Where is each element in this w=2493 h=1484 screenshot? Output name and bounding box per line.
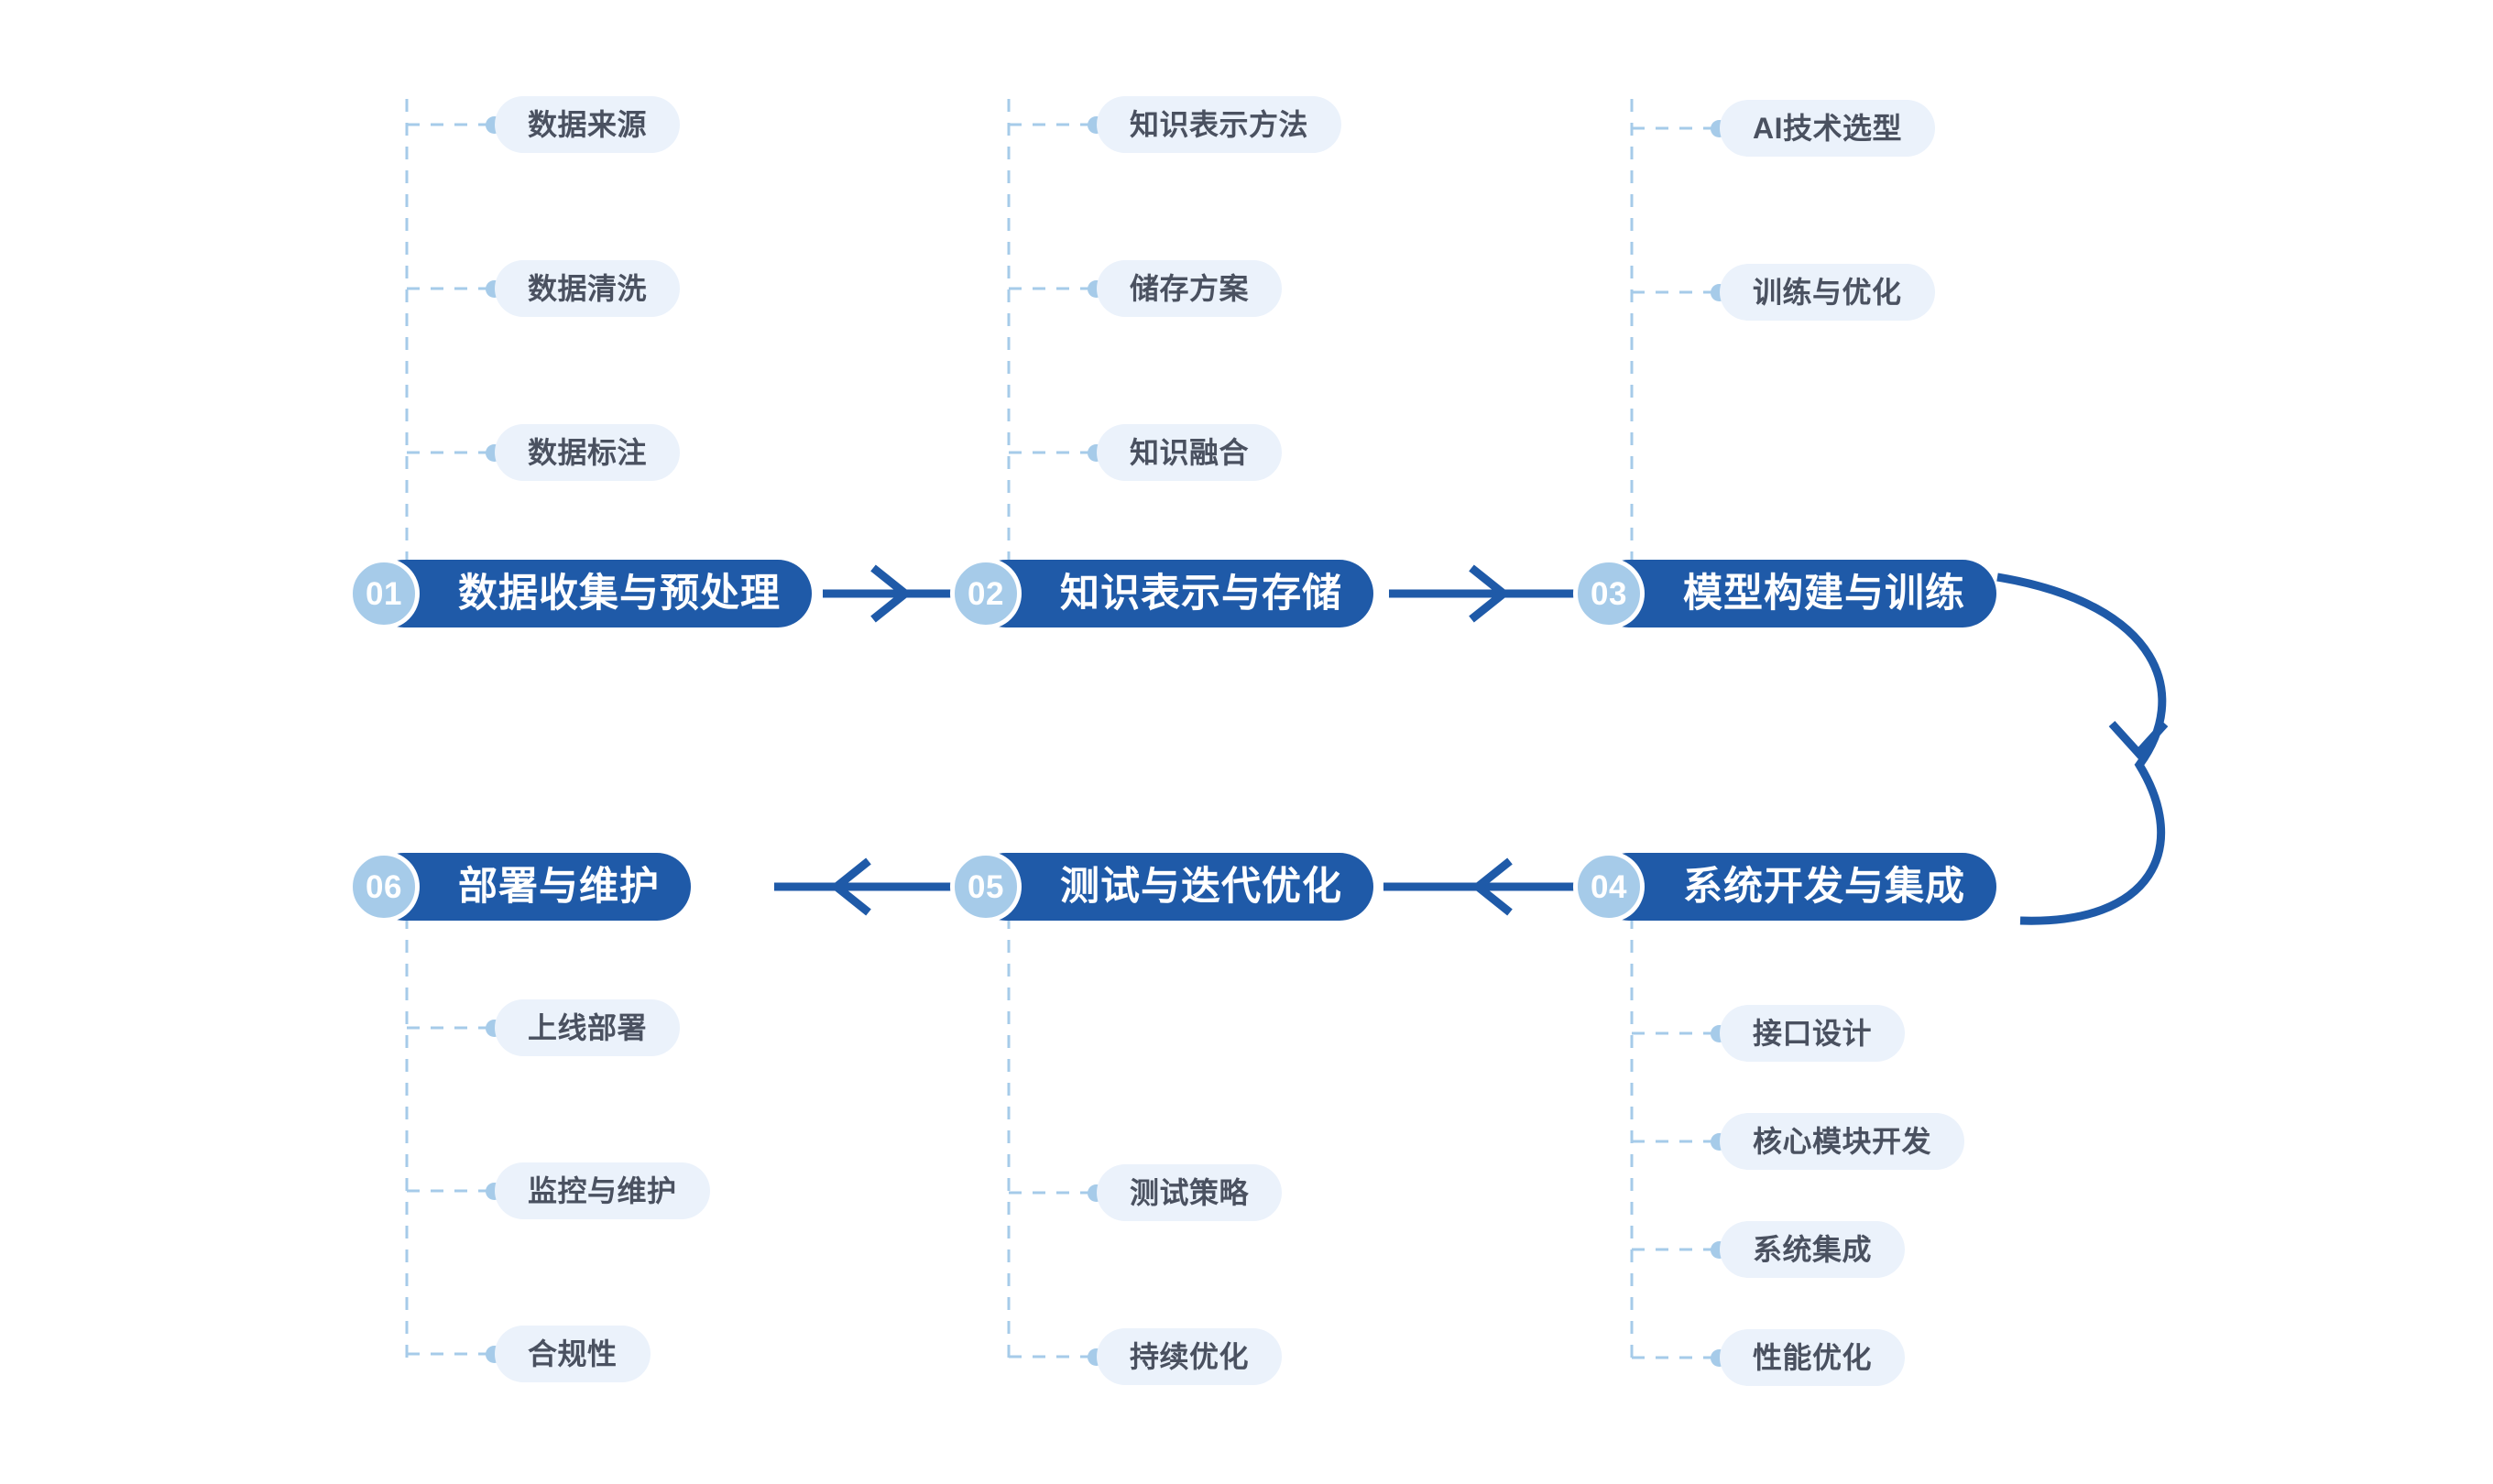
- stage-number-06: 06: [366, 868, 402, 905]
- stage-number-badge-01: 01: [348, 558, 420, 629]
- sub-node-06-3[interactable]: 合规性: [495, 1326, 651, 1382]
- stage-number-02: 02: [968, 575, 1004, 612]
- sub-node-01-3[interactable]: 数据标注: [495, 424, 681, 481]
- sub-node-01-1[interactable]: 数据来源: [495, 96, 681, 153]
- arrow-head-02-03: [1469, 564, 1511, 623]
- sub-node-02-1[interactable]: 知识表示方法: [1097, 96, 1342, 153]
- sub-node-label-06-2: 监控与维护: [528, 1174, 677, 1207]
- sub-node-label-04-2: 核心模块开发: [1753, 1125, 1932, 1158]
- sub-node-03-2[interactable]: 训练与优化: [1720, 264, 1935, 321]
- sub-node-label-03-2: 训练与优化: [1753, 276, 1902, 309]
- stage-bar-05[interactable]: 05 测试与迭代优化: [950, 851, 1373, 922]
- sub-node-label-01-1: 数据来源: [528, 108, 648, 141]
- arrow-head-03-04: [2108, 720, 2169, 759]
- stage-label-03: 模型构建与训练: [1683, 571, 1965, 616]
- stage-number-badge-02: 02: [950, 558, 1022, 629]
- sub-node-label-04-1: 接口设计: [1753, 1017, 1873, 1050]
- sub-node-05-2[interactable]: 持续优化: [1097, 1328, 1283, 1385]
- sub-node-label-02-1: 知识表示方法: [1130, 108, 1309, 141]
- stage-number-05: 05: [968, 868, 1004, 905]
- stage-bar-01[interactable]: 01 数据收集与预处理: [348, 558, 812, 629]
- stage-number-badge-06: 06: [348, 851, 420, 922]
- sub-node-05-1[interactable]: 测试策略: [1097, 1164, 1283, 1221]
- sub-node-04-3[interactable]: 系统集成: [1720, 1221, 1906, 1278]
- stage-number-01: 01: [366, 575, 402, 612]
- sub-node-04-2[interactable]: 核心模块开发: [1720, 1113, 1965, 1170]
- stage-label-01: 数据收集与预处理: [458, 571, 781, 616]
- stage-node-03[interactable]: 03 模型构建与训练: [1573, 558, 1996, 629]
- stage-label-02: 知识表示与存储: [1060, 571, 1342, 616]
- stage-label-05: 测试与迭代优化: [1060, 864, 1342, 909]
- sub-node-label-05-2: 持续优化: [1130, 1340, 1250, 1373]
- arrow-curve-03-04: [1996, 573, 2167, 925]
- stage-number-03: 03: [1591, 575, 1627, 612]
- sub-node-label-02-2: 储存方案: [1130, 272, 1250, 305]
- stage-number-badge-04: 04: [1573, 851, 1645, 922]
- stage-number-badge-05: 05: [950, 851, 1022, 922]
- stage-label-04: 系统开发与集成: [1683, 864, 1965, 909]
- stage-node-05[interactable]: 05 测试与迭代优化: [950, 851, 1373, 922]
- arrow-head-01-02: [870, 564, 913, 623]
- arrow-head-04-05: [1471, 857, 1513, 916]
- sub-node-03-1[interactable]: AI技术选型: [1720, 100, 1936, 157]
- sub-node-06-1[interactable]: 上线部署: [495, 999, 681, 1056]
- sub-node-label-06-3: 合规性: [528, 1337, 618, 1370]
- stage-node-06[interactable]: 06 部署与维护: [348, 851, 691, 922]
- stage-node-04[interactable]: 04 系统开发与集成: [1573, 851, 1996, 922]
- sub-node-04-1[interactable]: 接口设计: [1720, 1005, 1906, 1062]
- sub-node-04-4[interactable]: 性能优化: [1720, 1329, 1906, 1386]
- sub-node-06-2[interactable]: 监控与维护: [495, 1162, 710, 1219]
- sub-node-label-01-3: 数据标注: [528, 436, 648, 469]
- stage-node-01[interactable]: 01 数据收集与预处理: [348, 558, 812, 629]
- sub-node-02-2[interactable]: 储存方案: [1097, 260, 1283, 317]
- sub-node-label-04-3: 系统集成: [1753, 1233, 1873, 1266]
- sub-node-label-01-2: 数据清洗: [528, 272, 648, 305]
- stage-node-02[interactable]: 02 知识表示与存储: [950, 558, 1373, 629]
- sub-node-label-02-3: 知识融合: [1130, 436, 1250, 469]
- stage-label-06: 部署与维护: [458, 864, 660, 909]
- stage-bar-02[interactable]: 02 知识表示与存储: [950, 558, 1373, 629]
- sub-node-02-3[interactable]: 知识融合: [1097, 424, 1283, 481]
- stage-number-badge-03: 03: [1573, 558, 1645, 629]
- sub-node-label-03-1: AI技术选型: [1753, 112, 1903, 145]
- stage-bar-06[interactable]: 06 部署与维护: [348, 851, 691, 922]
- sub-node-01-2[interactable]: 数据清洗: [495, 260, 681, 317]
- arrow-head-05-06: [829, 857, 871, 916]
- sub-node-label-05-1: 测试策略: [1130, 1176, 1250, 1209]
- stage-number-04: 04: [1591, 868, 1627, 905]
- stage-bar-03[interactable]: 03 模型构建与训练: [1573, 558, 1996, 629]
- stage-bar-04[interactable]: 04 系统开发与集成: [1573, 851, 1996, 922]
- sub-node-label-06-1: 上线部署: [528, 1011, 648, 1044]
- sub-node-label-04-4: 性能优化: [1753, 1341, 1873, 1374]
